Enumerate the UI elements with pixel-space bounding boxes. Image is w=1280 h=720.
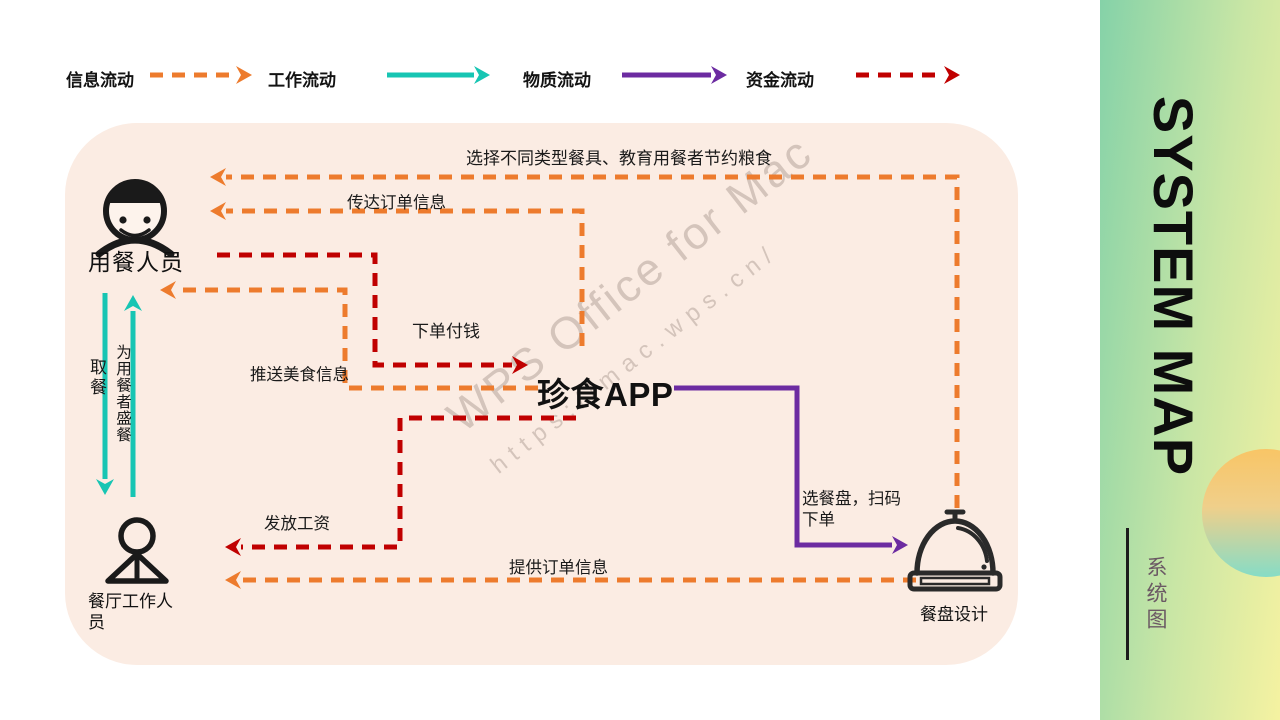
flow-order-pay-label: 下单付钱 [412, 322, 480, 341]
flow-serve-meal-label: 为用餐者盛餐 [114, 344, 131, 443]
flow-select-tray-arrow [674, 385, 908, 554]
panel-subtitle: 系统图 [1144, 556, 1167, 634]
flow-push-food-arrow [160, 281, 538, 391]
panel-divider [1126, 528, 1129, 660]
flow-pay-salary-arrow [225, 415, 576, 556]
flow-convey-order-label: 传达订单信息 [347, 194, 446, 212]
staff-person-icon [105, 517, 169, 584]
legend-arrow-info-icon [150, 66, 252, 84]
legend-arrow-material-icon [622, 66, 727, 84]
flow-push-food-label: 推送美食信息 [250, 366, 349, 384]
flow-provide-order-label: 提供订单信息 [509, 559, 608, 577]
flow-serve-meal-arrow [124, 295, 142, 497]
flow-provide-order-arrow [225, 571, 916, 589]
flow-select-tableware-arrow [210, 168, 960, 508]
flow-select-tray-label: 选餐盘，扫码下单 [802, 490, 901, 530]
flow-take-meal-label: 取餐 [87, 358, 106, 398]
diagram-canvas [65, 123, 1018, 665]
flow-select-tableware-label: 选择不同类型餐具、教育用餐者节约粮食 [466, 149, 772, 168]
staff-node-label: 餐厅工作人员 [88, 592, 173, 633]
flow-convey-order-arrow [210, 202, 585, 346]
tray-node-label: 餐盘设计 [920, 605, 988, 624]
diner-node-label: 用餐人员 [88, 250, 184, 275]
legend-label-info: 信息流动 [66, 71, 134, 90]
flow-order-pay-arrow [217, 252, 528, 374]
app-node-label: 珍食APP [537, 376, 674, 413]
diner-person-icon [95, 179, 175, 258]
serving-tray-icon [907, 509, 1003, 592]
legend-label-work: 工作流动 [268, 71, 336, 90]
legend-arrow-money-icon [856, 66, 960, 84]
legend-label-money: 资金流动 [746, 71, 814, 90]
flow-pay-salary-label: 发放工资 [264, 515, 330, 533]
flow-take-meal-arrow [96, 293, 114, 495]
legend-label-material: 物质流动 [523, 71, 591, 90]
side-panel: SYSTEM MAP 系统图 [1100, 0, 1280, 720]
legend-arrow-work-icon [387, 66, 490, 84]
